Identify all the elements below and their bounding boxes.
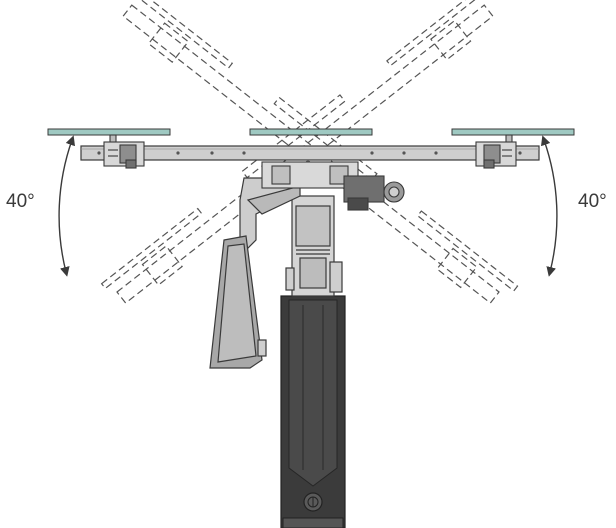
tilt-angle-label-left: 40° [6,191,35,212]
glass-plate-center [249,128,373,136]
arm-holes [97,151,522,155]
glass-plate-right [451,128,575,136]
display-column [280,295,346,528]
lift-head [285,195,343,297]
mounting-arm [80,145,540,161]
pivot-mechanism [261,161,405,211]
angle-arc-left [58,135,76,277]
glass-plate-left [47,128,171,136]
tilt-angle-label-right: 40° [578,191,607,212]
round-badge-icon [303,492,323,512]
angle-arc-right [540,135,558,277]
clamp-left [103,134,145,169]
side-bracket [239,177,301,249]
side-panel [209,235,267,369]
clamp-right [475,134,517,169]
